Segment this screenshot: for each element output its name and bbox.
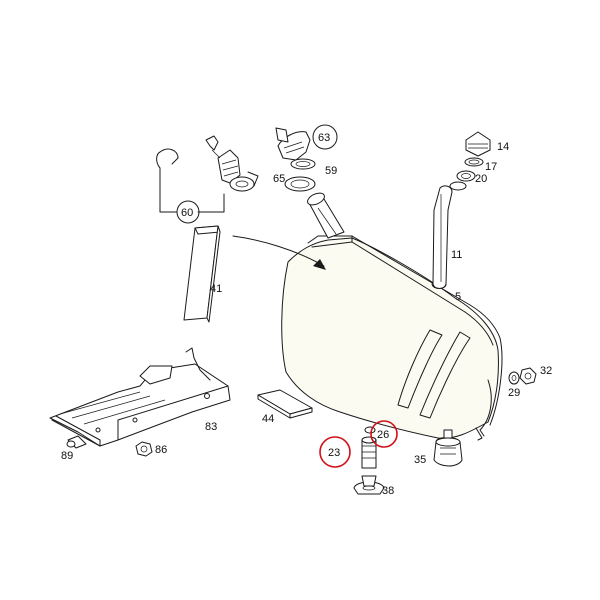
filler-cap-set bbox=[275, 127, 316, 192]
pad bbox=[257, 389, 313, 419]
callout-ring-63 bbox=[312, 124, 338, 150]
vent-tube bbox=[431, 185, 453, 289]
label-60: 60 bbox=[181, 207, 193, 219]
label-17: 17 bbox=[485, 161, 497, 173]
callout-ring-60 bbox=[176, 200, 200, 224]
label-5: 5 bbox=[455, 291, 461, 303]
label-44: 44 bbox=[262, 413, 274, 425]
label-89: 89 bbox=[61, 450, 73, 462]
label-32: 32 bbox=[540, 365, 552, 377]
arrow-head bbox=[313, 259, 326, 270]
bushing bbox=[66, 435, 87, 449]
label-63: 63 bbox=[318, 132, 330, 144]
washer-nut bbox=[508, 367, 537, 385]
label-26: 26 bbox=[377, 429, 389, 441]
fuel-tank bbox=[281, 192, 503, 441]
highlight-ring-26 bbox=[370, 420, 398, 448]
cap-seal-set bbox=[449, 131, 491, 191]
label-59: 59 bbox=[325, 165, 337, 177]
label-14: 14 bbox=[497, 141, 509, 153]
highlight-ring-23 bbox=[319, 436, 351, 468]
pump-housing bbox=[433, 429, 463, 467]
label-11: 11 bbox=[451, 249, 462, 261]
label-65: 65 bbox=[273, 173, 285, 185]
label-29: 29 bbox=[508, 387, 520, 399]
label-38: 38 bbox=[382, 485, 394, 497]
label-86: 86 bbox=[155, 444, 167, 456]
insulation-strip bbox=[183, 225, 221, 323]
nut-86 bbox=[135, 441, 153, 457]
direction-arrow bbox=[232, 235, 325, 267]
label-23: 23 bbox=[328, 447, 340, 459]
sender-unit bbox=[156, 135, 259, 213]
guard-plate bbox=[49, 347, 231, 447]
label-35: 35 bbox=[414, 454, 426, 466]
label-41: 41 bbox=[210, 283, 222, 295]
label-83: 83 bbox=[205, 421, 217, 433]
label-20: 20 bbox=[475, 173, 487, 185]
